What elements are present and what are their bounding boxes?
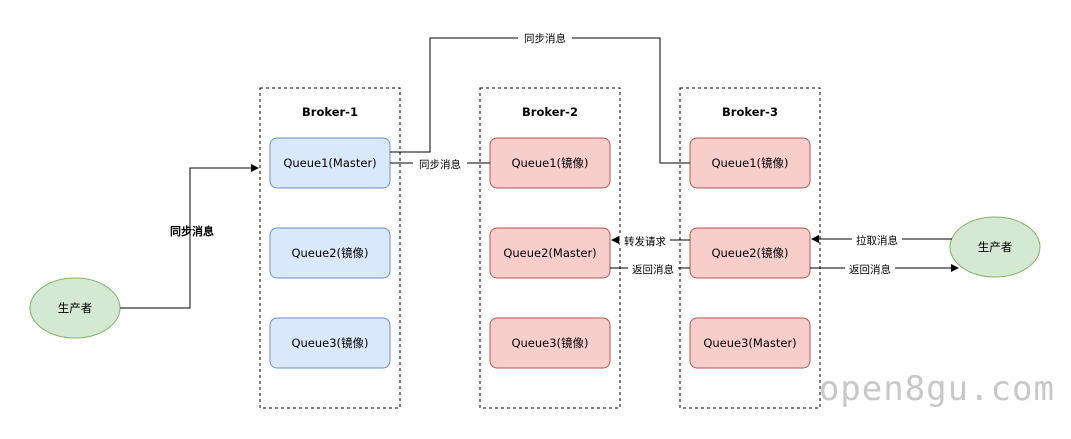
edge-label-producer-to-broker1: 同步消息 (170, 224, 214, 238)
broker-2-title: Broker-2 (522, 105, 578, 119)
broker-3-queue1-label: Queue1(镜像) (711, 156, 788, 170)
edge-label-bg-return-b2 (628, 262, 678, 276)
edge-label-bg-pull-message (852, 233, 902, 247)
broker-3-title: Broker-3 (722, 105, 778, 119)
broker-3-container (679, 87, 821, 409)
producer-right-node[interactable] (949, 216, 1041, 278)
edge-label-forward-request: 转发请求 (624, 235, 666, 248)
broker-3-queue2-label: Queue2(镜像) (711, 246, 788, 260)
broker-2-queue1-label: Queue1(镜像) (511, 156, 588, 170)
broker-3-queue3-label: Queue3(Master) (703, 336, 796, 350)
broker-1-queue2-label: Queue2(镜像) (291, 246, 368, 260)
edge-label-return-b2: 返回消息 (632, 263, 674, 276)
broker-1-container (259, 87, 401, 409)
broker-2-queue2-label: Queue2(Master) (503, 246, 596, 260)
edge-label-sync-b1-b2: 同步消息 (419, 158, 461, 171)
edge-label-pull-message: 拉取消息 (856, 234, 898, 247)
edge-label-bg-sync-b1-b3 (518, 30, 572, 45)
broker-1-title: Broker-1 (302, 105, 358, 119)
broker-1-queue2-box[interactable] (269, 227, 391, 279)
broker-2-queue3-label: Queue3(镜像) (511, 336, 588, 350)
producer-left-label: 生产者 (58, 301, 93, 315)
edge-label-return-b3: 返回消息 (849, 263, 891, 276)
edge-label-bg-sync-b1-b2 (413, 156, 467, 171)
broker-1-queue3-box[interactable] (269, 317, 391, 369)
broker-2-queue2-box[interactable] (489, 227, 611, 279)
watermark-text: open8gu.com (819, 369, 1055, 409)
broker-3-queue2-box[interactable] (689, 227, 811, 279)
producer-right-label: 生产者 (978, 240, 1013, 254)
edge-label-sync-b1-b3: 同步消息 (524, 32, 566, 45)
broker-2-queue3-box[interactable] (489, 317, 611, 369)
edge-producer-to-broker1 (120, 164, 259, 309)
broker-3-queue3-box[interactable] (689, 317, 811, 369)
edge-label-bg-forward-request (620, 234, 670, 248)
broker-1-queue3-label: Queue3(镜像) (291, 336, 368, 350)
edge-label-bg-return-b3 (845, 262, 895, 276)
broker-1-queue1-label: Queue1(Master) (283, 156, 376, 170)
